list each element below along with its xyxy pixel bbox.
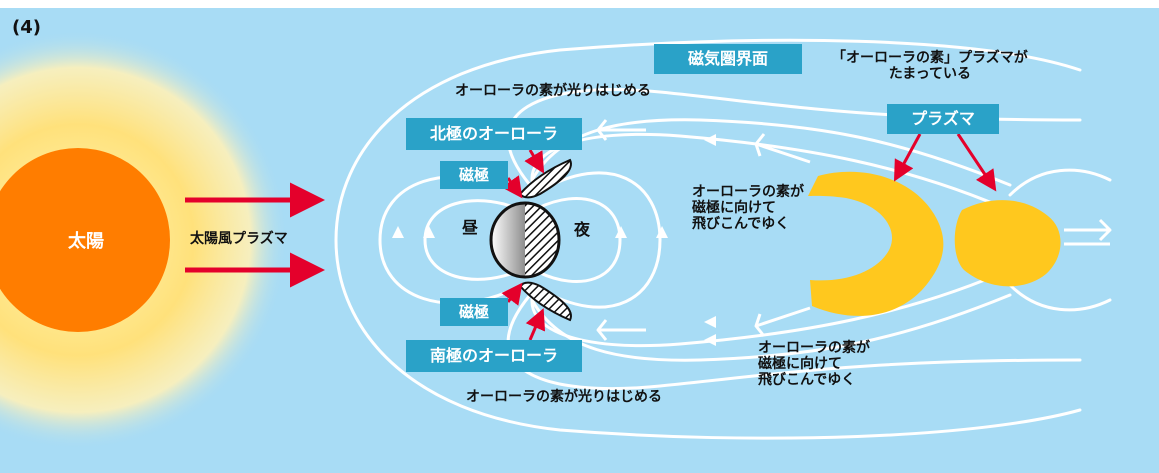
tail-upper-inner-line — [530, 132, 1022, 217]
earth-outline — [489, 201, 561, 279]
pointer-north-aurora — [524, 149, 545, 174]
red-pointer-lines — [501, 133, 997, 341]
outer-magnetopause-line — [334, 38, 1082, 440]
aurora-ovals — [518, 158, 572, 322]
magnetic-pole-north-label: 磁極 — [440, 161, 508, 189]
south-aurora-label: 南極のオーローラ — [406, 340, 582, 372]
south-aurora-flow-arrow — [596, 319, 646, 341]
nightside-loop-inner — [536, 197, 622, 283]
upper-tail-flow-arrow — [754, 133, 811, 164]
earth-day-side — [491, 203, 525, 277]
pointer-mag-pole-south — [501, 282, 523, 306]
tail-far-upper-line — [1008, 168, 1112, 197]
field-arrow-nightside-top — [615, 226, 627, 238]
north-aurora-oval — [518, 158, 572, 199]
plasma-accumulating-line-1: 「オーローラの素」プラズマが — [832, 50, 1028, 66]
magnetopause-label: 磁気圏界面 — [654, 44, 802, 74]
night-label: 夜 — [574, 220, 591, 239]
aurora-begins-top-label: オーローラの素が光りはじめる — [455, 83, 651, 99]
plasma-label: プラズマ — [887, 104, 999, 134]
aurora-begins-bottom-label: オーローラの素が光りはじめる — [466, 389, 662, 405]
upper-flow-line-1: オーローラの素が — [692, 184, 804, 200]
magnetic-pole-south-label: 磁極 — [440, 298, 508, 326]
field-arrow-dayside-bottom — [423, 226, 435, 238]
lower-tail-flow-arrow — [754, 306, 811, 337]
plasma-accumulating-label: 「オーローラの素」プラズマが たまっている — [832, 50, 1028, 82]
sun-glow-group — [0, 30, 288, 450]
field-arrow-bottom-outer — [704, 316, 716, 328]
hollow-flow-arrows — [596, 119, 1112, 341]
upper-flow-line-2: 磁極に向けて — [692, 200, 776, 217]
field-arrow-nightside-bottom — [656, 226, 668, 238]
south-field-line — [530, 293, 1012, 362]
pointer-plasma-tail — [956, 133, 997, 192]
south-aurora-oval — [518, 281, 572, 322]
earth-group — [489, 201, 561, 279]
north-aurora-flow-arrow — [596, 119, 646, 141]
lower-flow-label: オーローラの素が 磁極に向けて 飛びこんでゆく — [758, 340, 870, 388]
upper-flow-label: オーローラの素が 磁極に向けて 飛びこんでゆく — [692, 184, 804, 232]
plasma-clouds — [808, 171, 1061, 316]
north-aurora-label: 北極のオーローラ — [406, 118, 582, 150]
tail-far-lower-line — [1008, 283, 1112, 312]
field-arrow-dayside-top — [392, 226, 404, 238]
pointer-plasma-chevron — [893, 133, 922, 182]
lower-flow-line-2: 磁極に向けて — [758, 356, 842, 373]
earth-night-side — [525, 203, 559, 277]
plasma-chevron — [808, 171, 944, 316]
pointer-mag-pole-north — [501, 175, 523, 199]
pointer-south-aurora — [525, 308, 546, 341]
dayside-loop-inner — [423, 199, 518, 281]
day-label: 昼 — [462, 218, 479, 237]
tailward-flow-arrow — [1064, 218, 1112, 246]
upper-flow-line-3: 飛びこんでゆく — [692, 216, 790, 233]
panel-number: (4) — [12, 17, 41, 38]
sun-label: 太陽 — [68, 231, 104, 252]
field-arrow-upper-tail — [704, 134, 716, 146]
solar-wind-arrows — [185, 182, 325, 288]
lower-flow-line-3: 飛びこんでゆく — [758, 372, 856, 389]
nightside-loop-outer — [536, 171, 662, 309]
solar-wind-label: 太陽風プラズマ — [190, 231, 288, 247]
field-arrow-lower-tail — [704, 334, 716, 346]
tail-lower-inner-line — [530, 263, 1022, 348]
plasma-tail-blob — [954, 200, 1061, 287]
plasma-accumulating-line-2: たまっている — [888, 66, 972, 83]
sun — [0, 148, 170, 332]
field-line-direction-arrows — [392, 134, 716, 346]
lower-flow-line-1: オーローラの素が — [758, 340, 870, 356]
